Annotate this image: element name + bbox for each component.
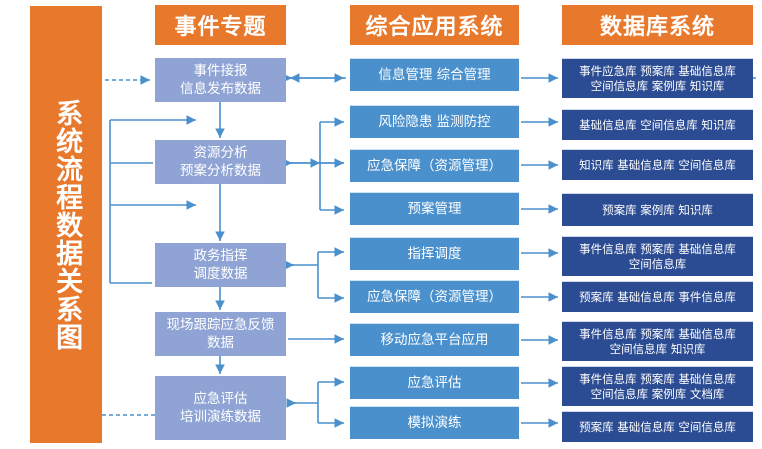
event-data-box-3[interactable]: 政务指挥 调度数据 xyxy=(155,243,286,287)
column-header-event-topic: 事件专题 xyxy=(155,5,286,45)
database-box-5-line1: 事件信息库 预案库 基础信息库 xyxy=(579,241,736,256)
page-title: 系统流程数据关系图 xyxy=(51,98,83,351)
column-header-application-system: 综合应用系统 xyxy=(350,5,519,45)
database-box-2[interactable]: 基础信息库 空间信息库 知识库 xyxy=(562,109,753,140)
database-box-8-line1: 事件信息库 预案库 基础信息库 xyxy=(579,371,736,386)
database-box-9-line1: 预案库 基础信息库 空间信息库 xyxy=(579,419,736,434)
event-data-box-5[interactable]: 应急评估 培训演练数据 xyxy=(155,376,286,440)
app-system-box-8[interactable]: 应急评估 xyxy=(350,366,519,399)
database-box-8-line2: 空间信息库 案例库 文档库 xyxy=(590,386,725,401)
database-box-1[interactable]: 事件应急库 预案库 基础信息库 空间信息库 案例库 知识库 xyxy=(562,58,753,98)
app-system-box-2[interactable]: 风险隐患 监测防控 xyxy=(350,105,519,138)
database-box-6-line1: 预案库 基础信息库 事件信息库 xyxy=(579,289,736,304)
database-box-3[interactable]: 知识库 基础信息库 空间信息库 xyxy=(562,149,753,180)
event-data-box-1-line2: 信息发布数据 xyxy=(180,81,261,97)
database-box-2-line1: 基础信息库 空间信息库 知识库 xyxy=(579,117,736,132)
database-box-4-line1: 预案库 案例库 知识库 xyxy=(602,202,713,217)
event-data-box-1-line1: 事件接报 xyxy=(193,62,248,79)
event-data-box-3-line2: 调度数据 xyxy=(193,266,248,282)
app-system-box-6[interactable]: 应急保障（资源管理） xyxy=(350,280,519,313)
app-system-box-4[interactable]: 预案管理 xyxy=(350,192,519,225)
database-box-3-line1: 知识库 基础信息库 空间信息库 xyxy=(579,157,736,172)
database-box-8[interactable]: 事件信息库 预案库 基础信息库 空间信息库 案例库 文档库 xyxy=(562,366,753,406)
event-data-box-4-line1: 现场跟踪应急反馈 xyxy=(166,316,275,333)
app-system-box-9[interactable]: 模拟演练 xyxy=(350,406,519,439)
event-data-box-4[interactable]: 现场跟踪应急反馈 数据 xyxy=(155,312,286,356)
database-box-7[interactable]: 事件信息库 预案库 基础信息库 空间信息库 知识库 xyxy=(562,321,753,361)
event-data-box-2[interactable]: 资源分析 预案分析数据 xyxy=(155,140,286,184)
event-data-box-2-line2: 预案分析数据 xyxy=(180,163,261,179)
database-box-5[interactable]: 事件信息库 预案库 基础信息库 空间信息库 xyxy=(562,236,753,276)
database-box-6[interactable]: 预案库 基础信息库 事件信息库 xyxy=(562,281,753,312)
event-data-box-2-line1: 资源分析 xyxy=(193,144,248,161)
database-box-9[interactable]: 预案库 基础信息库 空间信息库 xyxy=(562,411,753,442)
diagram-title-banner: 系统流程数据关系图 xyxy=(30,6,102,443)
event-data-box-5-line1: 应急评估 xyxy=(193,390,248,407)
event-data-box-5-line2: 培训演练数据 xyxy=(180,409,261,425)
column-header-database-system: 数据库系统 xyxy=(562,5,753,45)
database-box-5-line2: 空间信息库 xyxy=(628,256,687,271)
app-system-box-7[interactable]: 移动应急平台应用 xyxy=(350,323,519,356)
app-system-box-1[interactable]: 信息管理 综合管理 xyxy=(350,58,519,91)
database-box-1-line1: 事件应急库 预案库 基础信息库 xyxy=(579,63,736,78)
database-box-7-line1: 事件信息库 预案库 基础信息库 xyxy=(579,326,736,341)
database-box-4[interactable]: 预案库 案例库 知识库 xyxy=(562,193,753,226)
event-data-box-1[interactable]: 事件接报 信息发布数据 xyxy=(155,58,286,102)
app-system-box-3[interactable]: 应急保障（资源管理） xyxy=(350,149,519,182)
database-box-7-line2: 空间信息库 知识库 xyxy=(609,341,706,356)
event-data-box-4-line2: 数据 xyxy=(207,335,234,351)
event-data-box-3-line1: 政务指挥 xyxy=(193,247,248,264)
database-box-1-line2: 空间信息库 案例库 知识库 xyxy=(590,78,725,93)
app-system-box-5[interactable]: 指挥调度 xyxy=(350,237,519,270)
